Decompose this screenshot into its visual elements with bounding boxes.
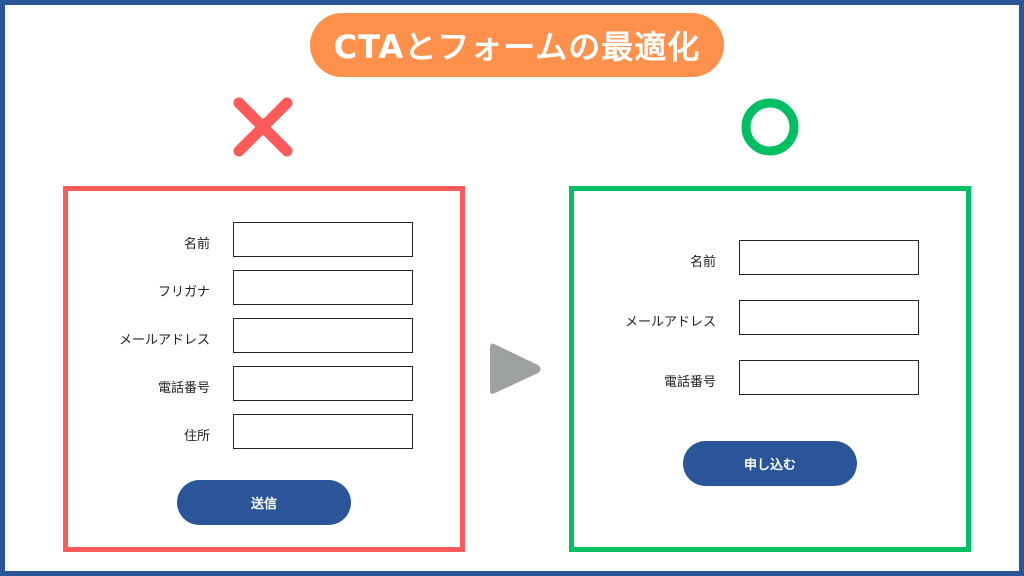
play-arrow-icon: [490, 343, 541, 394]
submit-button[interactable]: 送信: [177, 480, 351, 525]
furigana-input[interactable]: [233, 270, 413, 305]
field-label-phone: 電話番号: [663, 375, 716, 390]
field-label-email: メールアドレス: [624, 315, 716, 330]
bad-form-panel: 名前 フリガナ メールアドレス 電話番号 住所 送信: [63, 186, 465, 552]
name-input[interactable]: [233, 222, 413, 257]
slide-title: CTAとフォームの最適化: [310, 13, 724, 77]
phone-input[interactable]: [739, 360, 919, 395]
name-input[interactable]: [739, 240, 919, 275]
email-input[interactable]: [233, 318, 413, 353]
field-label-email: メールアドレス: [118, 333, 210, 348]
field-label-furigana: フリガナ: [157, 285, 210, 300]
good-form-panel: 名前 メールアドレス 電話番号 申し込む: [569, 186, 971, 552]
email-input[interactable]: [739, 300, 919, 335]
address-input[interactable]: [233, 414, 413, 449]
field-label-phone: 電話番号: [157, 381, 210, 396]
phone-input[interactable]: [233, 366, 413, 401]
field-label-name: 名前: [183, 237, 210, 252]
field-label-address: 住所: [183, 429, 210, 444]
cross-icon: [233, 97, 293, 157]
circle-icon: [741, 98, 799, 156]
apply-button[interactable]: 申し込む: [683, 441, 857, 486]
field-label-name: 名前: [689, 255, 716, 270]
